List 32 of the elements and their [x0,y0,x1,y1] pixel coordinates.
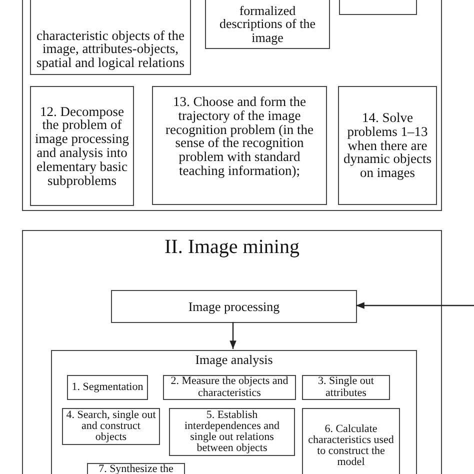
process-box [152,86,327,205]
box-text: 12. Decompose the problem of image processing and analysis into elementary basic subproblems [34,104,130,188]
process-box [169,408,295,456]
box-text: 2. Measure the objects and characteristics [170,376,290,399]
process-box [338,86,437,205]
box-text: 13. Choose and form the trajectory of the image recognition problem (in the sense of the recognition problem with standard teaching information); [164,95,315,178]
box-text: 4. Search, single out and construct objects [66,410,156,444]
arrow [356,302,474,309]
box-text: Image processing [187,300,281,314]
box-text: 6. Calculate characteristics used to construct the model [307,424,395,468]
box-text: formalized descriptions of the image [218,4,317,44]
box-text: 3. Single out attributes [317,376,375,399]
process-box [163,375,296,400]
group-panel [51,350,417,474]
arrow [230,322,236,349]
process-box [302,375,390,400]
group-title: Image analysis [194,353,274,366]
box-text: characteristic objects of the image, attributes-objects, spatial and logical relations [35,28,186,70]
group-title: II. Image mining [164,237,300,258]
process-box [111,290,357,323]
box-text: 1. Segmentation [71,382,144,394]
process-box [30,86,134,206]
group-panel [22,230,442,474]
box-text: 7. Synthesize the [98,464,174,474]
box-text: 5. Establish interdependences and single out relations between objects [184,410,280,454]
process-box [30,0,191,75]
process-box [205,0,330,49]
box-text: 14. Solve problems 1–13 when there are dynamic objects on images [342,111,433,180]
empty-box [22,0,442,211]
empty-box [339,0,417,15]
process-box [302,408,400,474]
process-box [67,375,148,400]
